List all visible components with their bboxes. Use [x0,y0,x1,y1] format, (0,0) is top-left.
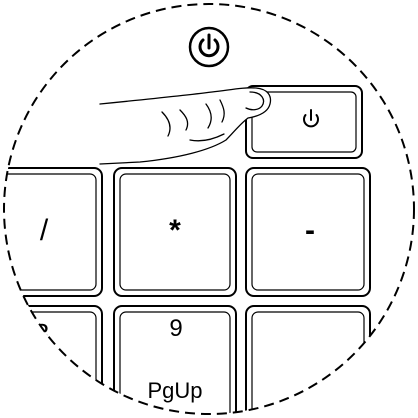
key-3[interactable]: 3 [0,305,103,418]
key-asterisk[interactable]: * [113,167,237,297]
key-slash-label: / [40,214,49,247]
keyboard-region: / * - 3 9 PgUp [0,85,371,418]
power-key[interactable] [245,85,363,159]
key-9-sublabel: PgUp [147,378,202,403]
power-icon [303,109,319,128]
key-9[interactable]: 9 PgUp [113,305,237,418]
hand-illustration [99,87,272,165]
power-icon [198,33,220,58]
zoom-circle-frame [3,3,415,415]
key-3-label: 3 [35,318,49,348]
key-slash[interactable]: / [0,167,103,297]
key-minus-label: - [305,214,315,247]
key-asterisk-label: * [169,214,181,247]
key-blank[interactable] [245,305,371,418]
power-badge [188,26,230,68]
key-minus[interactable]: - [245,167,371,297]
key-9-label: 9 [169,315,182,342]
